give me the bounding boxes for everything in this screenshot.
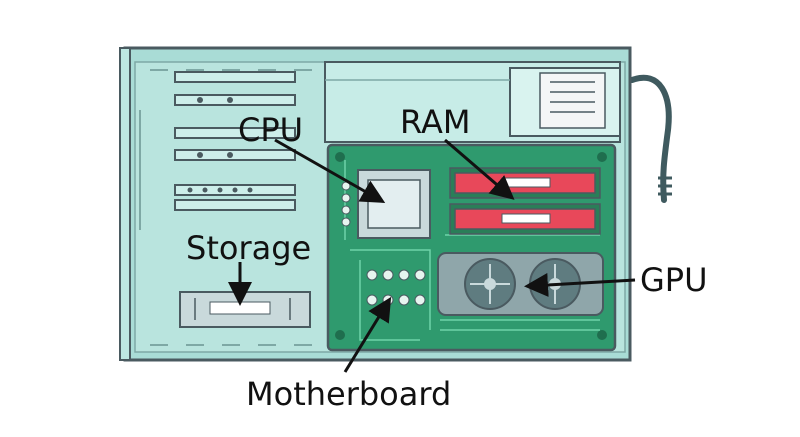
ram-sticks: [449, 167, 601, 235]
power-cable: [629, 75, 672, 203]
gpu-arrow: [524, 272, 636, 297]
motherboard-label: Motherboard: [246, 375, 452, 413]
ram-arrow: [444, 138, 515, 200]
cpu-label: CPU: [238, 111, 304, 149]
ram-label: RAM: [400, 103, 471, 141]
cpu-chip: [357, 169, 431, 239]
storage-label: Storage: [186, 229, 312, 267]
cpu-arrow: [274, 138, 386, 203]
storage-drive: [179, 291, 311, 328]
motherboard-arrow: [343, 296, 392, 373]
drive-bays: [174, 71, 296, 211]
gpu-label: GPU: [640, 261, 708, 299]
power-supply: [324, 61, 621, 143]
